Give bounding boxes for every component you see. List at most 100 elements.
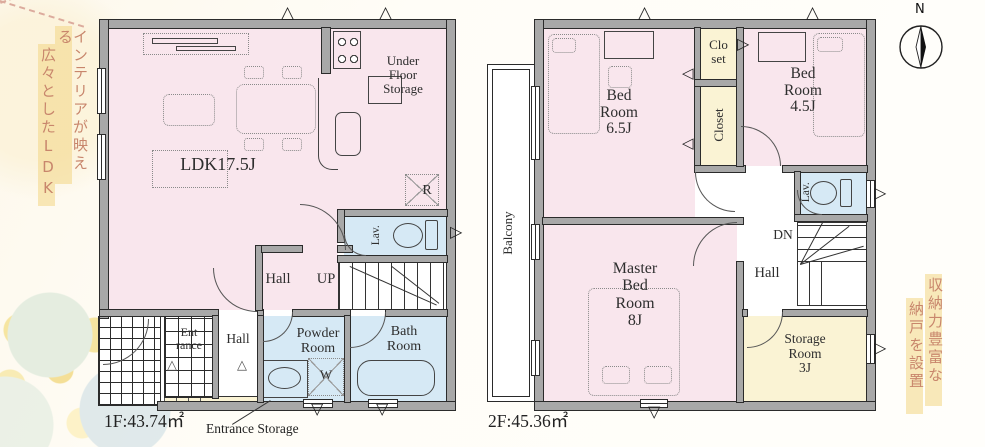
wall [695, 80, 737, 86]
wall [338, 210, 344, 242]
room-label-lav-2f: Lav. [799, 182, 812, 203]
wall [783, 166, 867, 172]
window [531, 340, 540, 376]
annotation-highlight [38, 44, 55, 206]
room-label-master: Master Bed Room 8J [612, 260, 658, 329]
wall [737, 28, 743, 166]
entrance-tiles [164, 316, 213, 398]
room-label-hall-lower: Hall [226, 331, 250, 346]
vent-icon: △ [638, 3, 652, 23]
desk [758, 32, 806, 62]
wall [743, 310, 747, 316]
tv-board [143, 33, 249, 55]
wall [543, 218, 743, 224]
powder-sink [268, 367, 301, 389]
wall [338, 210, 447, 216]
bed-master [588, 288, 680, 396]
wall [386, 310, 447, 316]
wall [737, 262, 743, 402]
window [640, 399, 668, 408]
wall [535, 20, 543, 410]
window [303, 399, 333, 408]
wall [258, 310, 263, 316]
wall [535, 402, 875, 410]
wall [695, 28, 700, 172]
vent-icon: ◁ [682, 134, 694, 152]
vent-icon: ▽ [376, 399, 389, 418]
room-label-washer: W [319, 367, 333, 382]
vent-icon: △ [281, 3, 295, 23]
entrance-storage-caption: Entrance Storage [206, 421, 299, 436]
dining-chair [244, 138, 264, 151]
wall [213, 316, 218, 398]
pillow [552, 38, 576, 53]
vent-icon: ▷ [450, 222, 463, 241]
under-floor-hatch [368, 76, 402, 104]
wall [293, 310, 350, 316]
wall [795, 215, 867, 221]
annotation-left-line2: 広々としたLDK [39, 47, 57, 200]
window [97, 68, 106, 114]
wall [256, 246, 262, 310]
window [531, 86, 540, 160]
wall [338, 256, 447, 262]
room-label-powder: Powder Room [296, 326, 340, 357]
window [866, 334, 875, 364]
room-label-fridge: R [422, 183, 432, 198]
room-label-bath: Bath Room [386, 324, 422, 355]
window [97, 134, 106, 180]
wall [322, 28, 330, 73]
tv-board-shelf [152, 38, 218, 44]
room-label-ldk: LDK17.5J [180, 154, 256, 174]
vent-icon: △ [379, 3, 393, 23]
window [531, 224, 540, 260]
pillow [644, 366, 672, 384]
annotation-left-line1: インテリアが映える [56, 29, 89, 173]
kitchen-sink [335, 112, 361, 156]
room-closet-lower [700, 86, 737, 166]
wall [100, 310, 218, 316]
desk [604, 31, 654, 59]
sofa [152, 150, 228, 188]
dining-chair [282, 66, 302, 79]
room-label-closet-lower: Closet [710, 108, 726, 142]
room-label-up: UP [316, 271, 336, 287]
window [866, 180, 875, 208]
vent-icon: ▽ [311, 399, 324, 418]
room-label-dn: DN [773, 227, 793, 242]
annotation-right-line2: 納戸を設置 [907, 301, 925, 391]
wall [695, 166, 745, 172]
vent-icon: ▷ [874, 183, 887, 202]
wall [262, 246, 302, 252]
annotation-right-line1: 収納力豊富な [926, 277, 944, 385]
pillow [602, 366, 630, 384]
refrigerator-box [405, 174, 439, 206]
coffee-table [163, 94, 215, 126]
wall [535, 20, 875, 28]
stairs-2f-treads [797, 222, 867, 262]
vent-icon: ▷ [737, 34, 750, 53]
wall [100, 20, 455, 28]
floor2-area-label: 2F:45.36㎡ [488, 411, 569, 431]
bed [548, 34, 600, 134]
compass-north-label: N [915, 2, 925, 17]
tv-board-shelf [176, 46, 236, 51]
stairs-2f-treads [797, 262, 831, 306]
wall [345, 316, 350, 402]
window [368, 399, 398, 408]
vent-icon: ◁ [682, 64, 694, 82]
wall [783, 310, 867, 316]
step-icon: △ [167, 358, 177, 373]
toilet-tank-1f [425, 220, 438, 250]
room-label-lav-1f: Lav. [369, 225, 382, 246]
stairs-1f [338, 262, 447, 310]
vent-icon: △ [806, 3, 820, 23]
room-label-closet-upper: Clo set [709, 37, 728, 67]
room-label-entrance: Ent rance [176, 325, 202, 352]
wall [258, 316, 263, 402]
annotation-highlight [925, 274, 942, 406]
powder-vanity [263, 360, 308, 398]
kitchen-counter [318, 78, 338, 170]
room-ldk [108, 28, 447, 210]
